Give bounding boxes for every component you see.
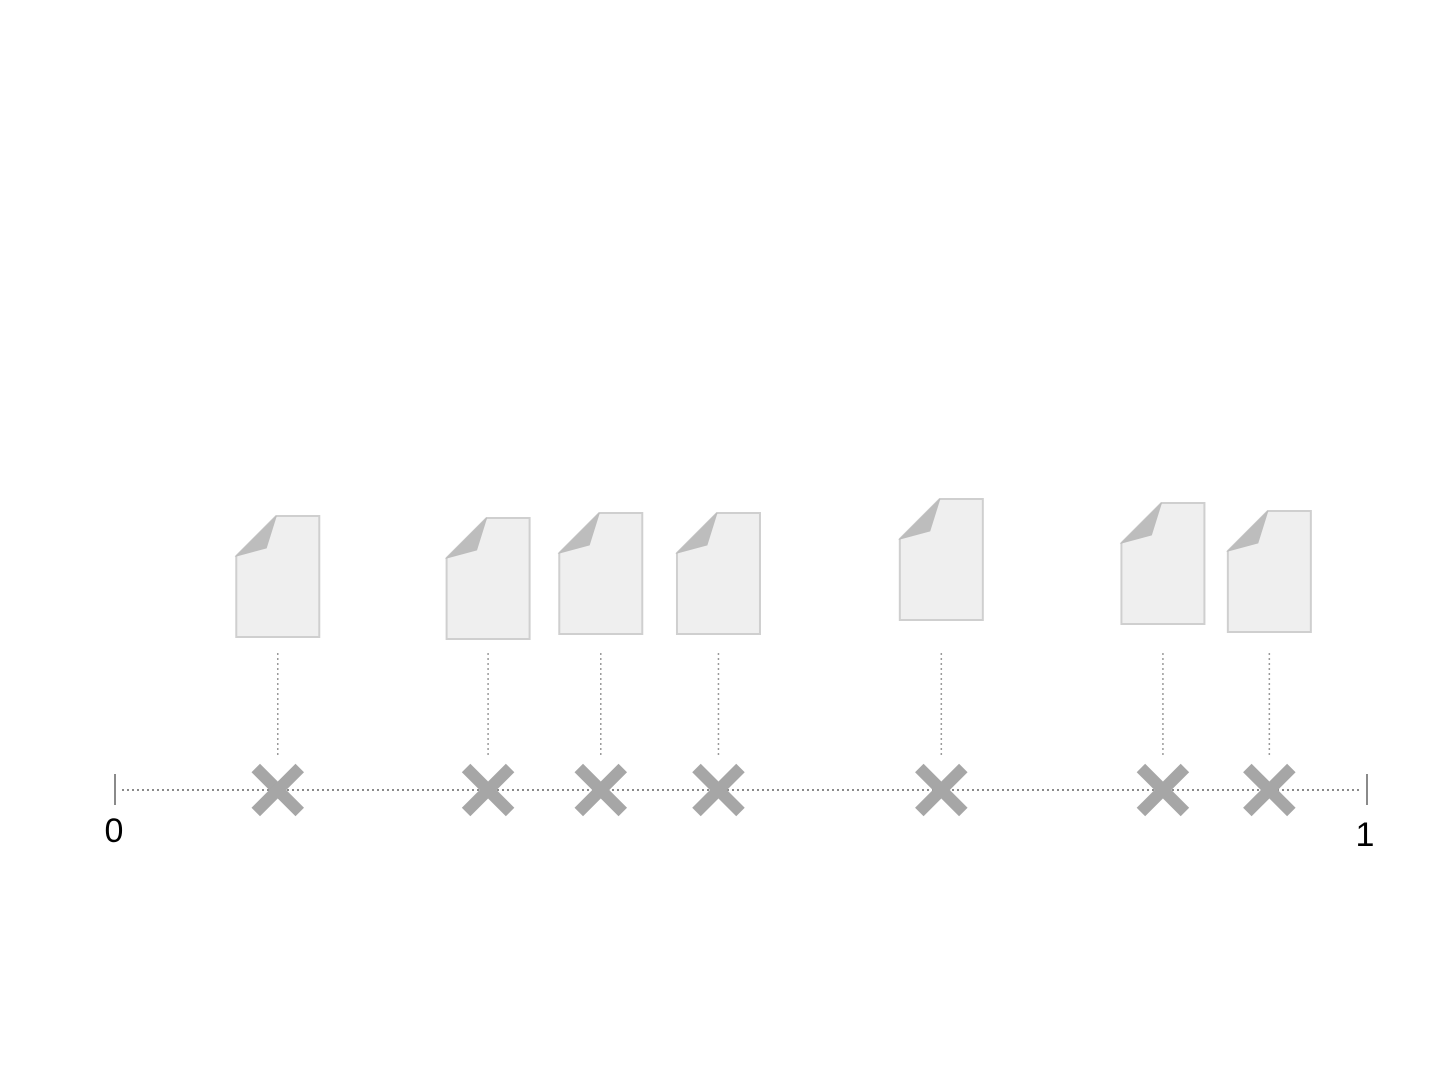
x-mark-icon xyxy=(692,763,745,817)
document-fold xyxy=(1119,502,1162,544)
document-body xyxy=(1226,510,1312,633)
x-mark-icon xyxy=(915,763,968,817)
timeline-item xyxy=(1226,510,1312,817)
timeline-item xyxy=(444,517,531,817)
x-mark-stroke xyxy=(1243,763,1296,817)
document-body xyxy=(558,512,644,635)
x-mark-stroke xyxy=(574,763,628,817)
document-fold xyxy=(898,498,941,540)
document-fold xyxy=(557,512,600,554)
document-body xyxy=(445,517,531,640)
timeline-item xyxy=(898,498,984,817)
document-icon xyxy=(1119,502,1206,625)
timeline-item xyxy=(557,512,644,817)
x-mark-icon xyxy=(1243,763,1296,817)
document-body xyxy=(675,512,761,635)
document-body xyxy=(898,498,984,621)
timeline-item xyxy=(675,512,761,817)
document-icon xyxy=(444,517,531,640)
document-icon xyxy=(898,498,984,621)
document-fold xyxy=(444,517,488,559)
document-body xyxy=(235,515,321,638)
timeline-item xyxy=(1119,502,1206,817)
timeline-item xyxy=(234,515,321,817)
x-mark-icon xyxy=(461,763,515,817)
document-fold xyxy=(1226,510,1269,552)
axis-label-min: 0 xyxy=(105,812,124,850)
document-icon xyxy=(557,512,644,635)
x-mark-stroke xyxy=(461,763,515,817)
document-markers xyxy=(234,498,1312,817)
document-fold xyxy=(675,512,718,554)
document-icon xyxy=(234,515,321,638)
x-mark-icon xyxy=(251,763,305,817)
x-mark-stroke xyxy=(692,763,745,817)
axis-label-max: 1 xyxy=(1356,816,1375,854)
x-mark-icon xyxy=(574,763,628,817)
document-fold xyxy=(234,515,277,557)
x-mark-stroke xyxy=(1136,763,1190,817)
number-line: 0 1 xyxy=(105,774,1375,854)
document-body xyxy=(1120,502,1206,625)
x-mark-stroke xyxy=(251,763,305,817)
x-mark-icon xyxy=(1136,763,1190,817)
document-icon xyxy=(1226,510,1312,633)
document-icon xyxy=(675,512,761,635)
x-mark-stroke xyxy=(915,763,968,817)
